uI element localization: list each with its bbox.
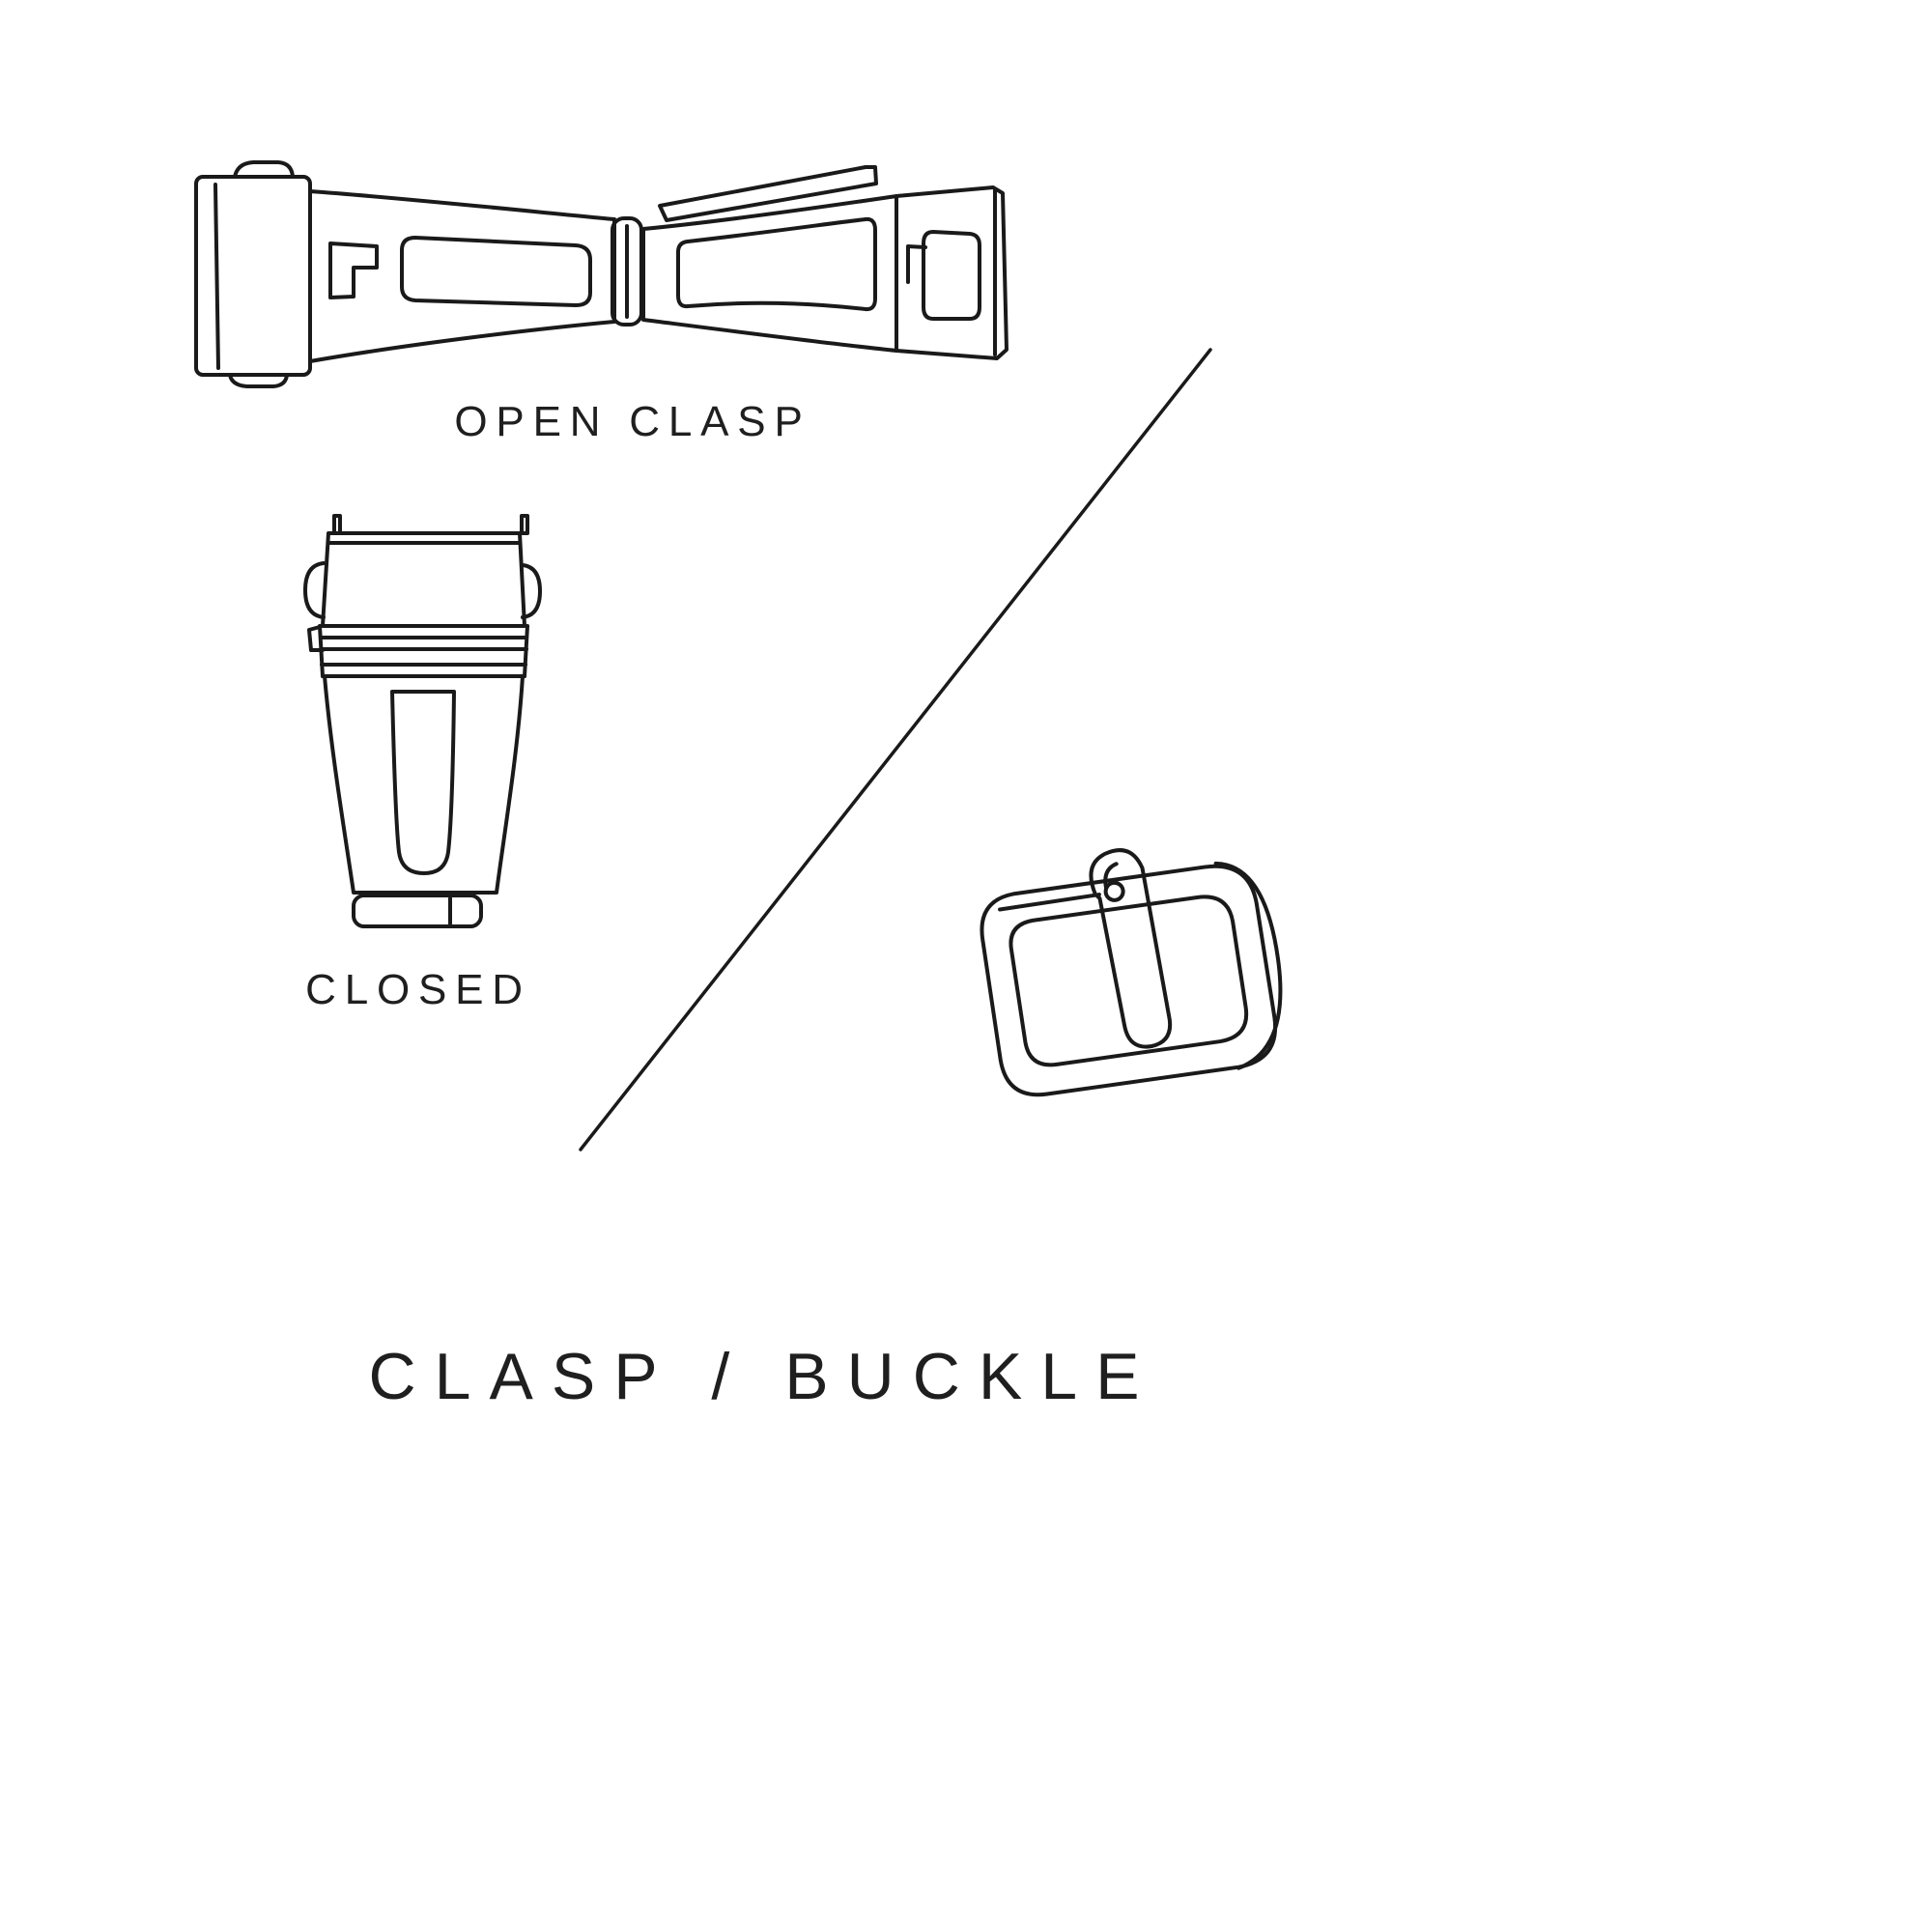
page-title: CLASP / BUCKLE [368,1340,1158,1413]
open-clasp-illustration [194,160,1009,388]
closed-clasp-illustration [303,514,542,928]
closed-label: CLOSED [305,966,531,1013]
buckle-illustration [980,848,1283,1097]
open-clasp-label: OPEN CLASP [454,398,811,445]
divider-line [579,348,1212,1151]
